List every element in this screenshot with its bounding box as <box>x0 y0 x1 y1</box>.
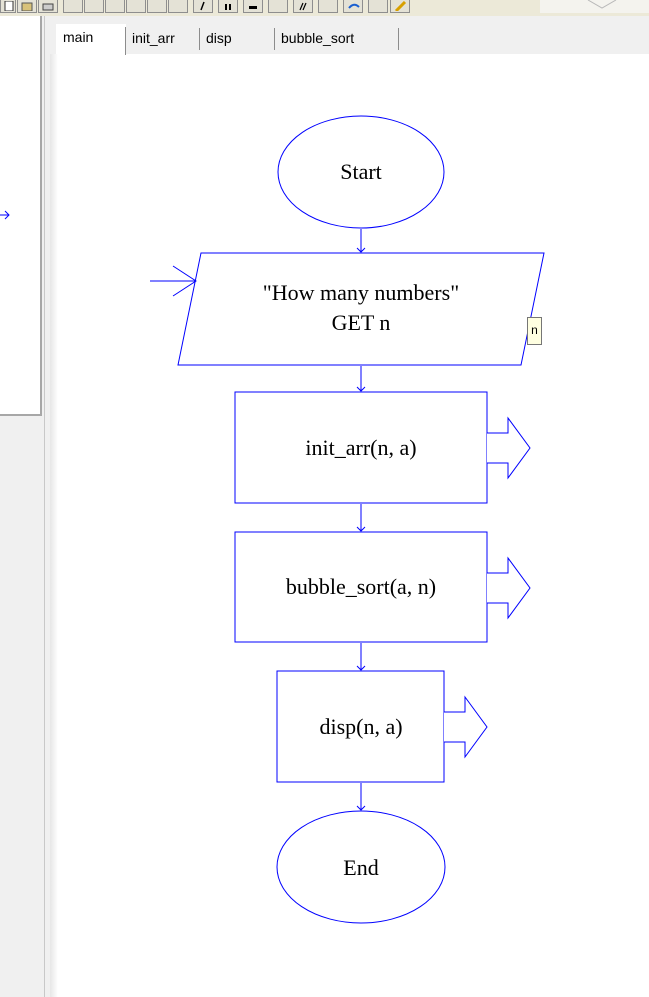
pause-icon <box>225 4 231 10</box>
tab-init-arr[interactable]: init_arr <box>126 26 203 50</box>
blank-button-5[interactable] <box>147 0 167 13</box>
call-disp-node[interactable]: disp(n, a) <box>276 670 445 783</box>
blank-button-4[interactable] <box>126 0 146 13</box>
undo-button[interactable] <box>343 0 363 13</box>
blank-button-7[interactable] <box>268 0 288 13</box>
blank-button-6[interactable] <box>168 0 188 13</box>
blank-button-2[interactable] <box>84 0 104 13</box>
call-init-arr-label: init_arr(n, a) <box>305 435 416 460</box>
tab-separator <box>398 28 399 50</box>
run-button[interactable] <box>193 0 213 13</box>
undo-icon <box>348 3 360 9</box>
stop-icon <box>249 6 257 9</box>
run-icon <box>200 1 205 11</box>
input-var-label: GET n <box>332 310 391 335</box>
end-label: End <box>343 855 378 880</box>
variables-panel <box>0 416 42 997</box>
step-icon <box>299 2 307 11</box>
blank-button-3[interactable] <box>105 0 125 13</box>
call-bubble-sort-node[interactable]: bubble_sort(a, n) <box>234 531 488 643</box>
splitter-line <box>44 16 45 997</box>
tab-label: disp <box>206 30 232 46</box>
new-icon <box>4 1 14 11</box>
open-button[interactable] <box>17 0 37 13</box>
call-arrow-icon <box>487 416 531 480</box>
arrow-right-icon <box>0 210 10 220</box>
tab-separator <box>274 28 275 50</box>
variable-hint-tooltip: n <box>527 317 542 345</box>
tab-bar: main init_arr disp bubble_sort <box>50 16 649 55</box>
tab-label: init_arr <box>132 30 175 46</box>
step-button[interactable] <box>293 0 313 13</box>
blank-button-8[interactable] <box>318 0 338 13</box>
print-icon <box>42 3 54 11</box>
stop-button[interactable] <box>243 0 263 13</box>
pencil-button[interactable] <box>390 0 410 13</box>
blank-button-1[interactable] <box>63 0 83 13</box>
input-arrow-icon <box>150 265 197 297</box>
panel-splitter[interactable] <box>42 16 50 997</box>
input-prompt-label: "How many numbers" <box>263 280 459 305</box>
chevron-icon <box>587 0 617 9</box>
input-node[interactable]: "How many numbers" GET n <box>177 252 545 366</box>
tab-disp[interactable]: disp <box>200 26 276 50</box>
call-init-arr-node[interactable]: init_arr(n, a) <box>234 391 488 504</box>
call-arrow-icon <box>487 556 531 620</box>
toolbar-overflow <box>540 0 649 13</box>
start-label: Start <box>340 159 382 184</box>
call-disp-label: disp(n, a) <box>319 714 402 739</box>
end-node[interactable]: End <box>276 810 446 924</box>
new-button[interactable] <box>0 0 16 13</box>
toolbar <box>0 0 649 16</box>
call-arrow-icon <box>444 695 488 759</box>
tab-bubble-sort[interactable]: bubble_sort <box>275 26 399 50</box>
tab-label: bubble_sort <box>281 30 355 46</box>
tab-separator <box>125 27 126 55</box>
tab-label: main <box>63 29 94 45</box>
tab-separator <box>199 28 200 50</box>
call-bubble-sort-label: bubble_sort(a, n) <box>286 574 436 599</box>
canvas-shadow <box>50 54 58 997</box>
open-icon <box>21 2 33 11</box>
print-button[interactable] <box>38 0 58 13</box>
pause-button[interactable] <box>218 0 238 13</box>
tab-main[interactable]: main <box>56 24 126 55</box>
start-node[interactable]: Start <box>277 115 445 229</box>
pencil-icon <box>394 1 407 11</box>
symbols-panel[interactable] <box>0 16 42 416</box>
blank-button-9[interactable] <box>368 0 388 13</box>
